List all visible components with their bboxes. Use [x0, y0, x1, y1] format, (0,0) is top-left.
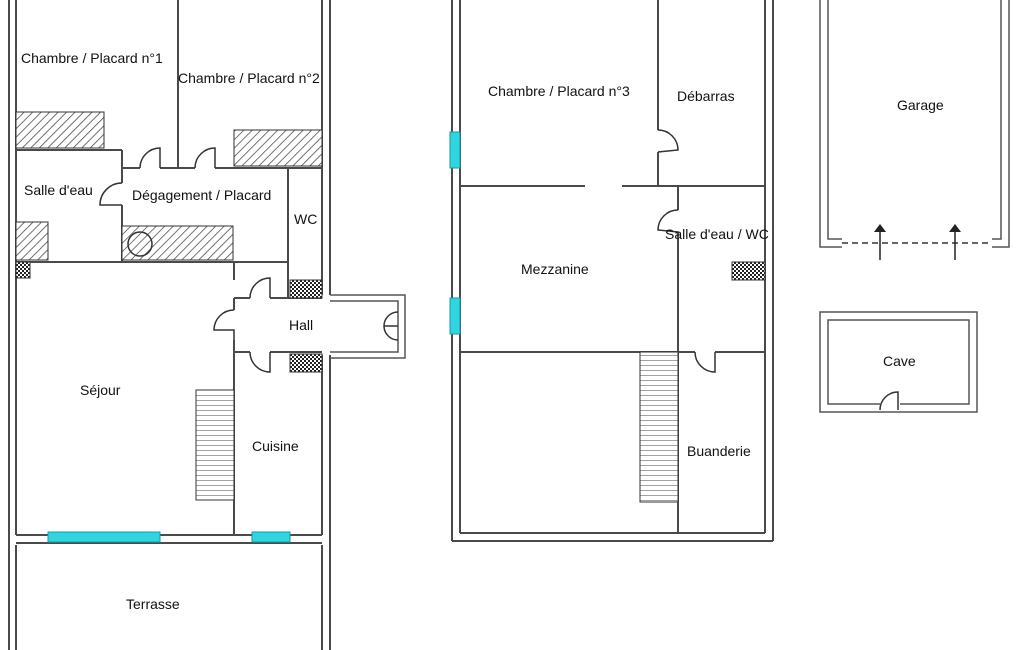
room-label-chambre1: Chambre / Placard n°1	[21, 50, 163, 66]
arrow-up-icon	[874, 224, 886, 232]
stairs	[195, 389, 235, 501]
duct-checker	[289, 353, 323, 373]
door-icon	[657, 209, 679, 233]
room-label-salle-eau: Salle d'eau	[24, 182, 93, 198]
closet-hatch	[121, 225, 234, 261]
door-icon	[383, 311, 399, 327]
room-label-terrasse: Terrasse	[126, 596, 180, 612]
room-label-wc: WC	[294, 211, 317, 227]
wall	[827, 0, 842, 240]
wall	[330, 294, 406, 359]
room-label-garage: Garage	[897, 97, 944, 113]
door-icon	[249, 351, 271, 373]
room-label-buanderie: Buanderie	[687, 443, 751, 459]
door-icon	[194, 147, 216, 169]
water-heater-icon	[127, 231, 153, 257]
room-label-debarras: Débarras	[677, 88, 735, 104]
door-icon	[694, 351, 716, 373]
closet-hatch	[233, 129, 323, 167]
door-icon	[249, 277, 271, 299]
stairs	[639, 351, 679, 503]
wall	[819, 0, 842, 248]
room-label-chambre2: Chambre / Placard n°2	[178, 70, 320, 86]
duct-checker	[15, 261, 31, 279]
door-icon	[657, 129, 679, 153]
ground-floor: Chambre / Placard n°1 Chambre / Placard …	[8, 0, 406, 650]
window	[47, 531, 161, 543]
wall	[992, 0, 1010, 248]
door-icon	[139, 147, 161, 169]
shower-hatch	[15, 221, 49, 261]
room-label-chambre3: Chambre / Placard n°3	[488, 83, 630, 99]
room-label-hall: Hall	[289, 317, 313, 333]
room-label-cuisine: Cuisine	[252, 438, 299, 454]
arrow-up-icon	[949, 224, 961, 232]
door-icon	[99, 182, 123, 206]
wall	[992, 0, 1002, 240]
room-label-salle-eau-wc: Salle d'eau / WC	[665, 226, 769, 242]
closet-hatch	[15, 111, 105, 149]
cave-inner-wall	[827, 319, 970, 405]
upper-floor: Chambre / Placard n°3 Débarras Mezzanine…	[449, 0, 774, 542]
window	[449, 131, 461, 169]
duct-checker	[289, 279, 323, 299]
window	[449, 297, 461, 335]
room-label-sejour: Séjour	[80, 382, 121, 398]
room-label-mezzanine: Mezzanine	[521, 261, 589, 277]
door-icon	[213, 309, 235, 340]
door-icon	[383, 325, 399, 341]
room-label-cave: Cave	[883, 353, 916, 369]
cave-outer-wall	[819, 311, 978, 413]
room-label-degagement: Dégagement / Placard	[132, 187, 271, 203]
duct-checker	[731, 261, 766, 281]
window	[251, 531, 291, 543]
door-icon	[879, 391, 899, 411]
annexes: Garage Cave	[819, 0, 1010, 413]
